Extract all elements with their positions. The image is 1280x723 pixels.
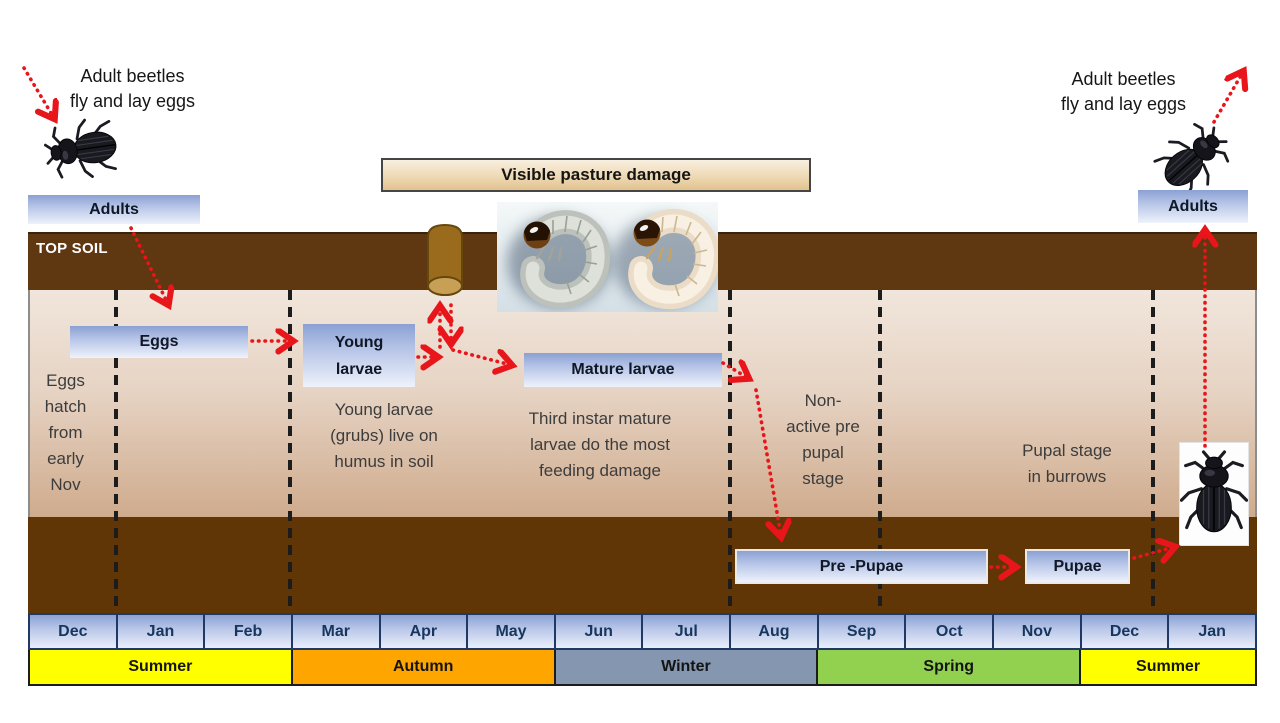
stage-box-adults-left: Adults (28, 195, 200, 224)
divider-line-dec (1151, 290, 1155, 613)
adult-beetle-icon (1147, 116, 1241, 198)
month-cell: Dec (30, 615, 116, 648)
caption-adults-fly-left: Adult beetles fly and lay eggs (69, 66, 196, 111)
note-mature-larvae: Third instar mature larvae do the most f… (528, 409, 672, 480)
month-cell: Jan (115, 615, 204, 648)
month-cell: May (466, 615, 554, 648)
month-cell: Feb (203, 615, 291, 648)
adult-beetle-icon (1179, 450, 1249, 534)
top-soil-label: TOP SOIL (36, 240, 108, 257)
month-cell: Nov (992, 615, 1080, 648)
pasture-damage-banner: Visible pasture damage (381, 158, 811, 192)
month-cell: Aug (729, 615, 817, 648)
stage-label: Adults (89, 200, 139, 218)
note-pre-pupal: Non- active pre pupal stage (786, 391, 860, 488)
note-eggs-hatch: Eggs hatch from early Nov (44, 371, 87, 494)
pasture-damage-label: Visible pasture damage (501, 165, 691, 184)
stage-label: Pre -Pupae (819, 557, 904, 575)
divider-line-feb-mar (288, 290, 292, 613)
month-cell: Jul (641, 615, 730, 648)
stage-box-mature-larvae: Mature larvae (524, 353, 722, 387)
note-pupal-stage: Pupal stage in burrows (1022, 441, 1112, 486)
stage-label: Pupae (1053, 557, 1102, 575)
month-cell: Jan (1167, 615, 1255, 648)
divider-line-dec-jan (114, 290, 118, 613)
stage-label: Mature larvae (571, 361, 675, 378)
emerging-beetle-photo (1179, 443, 1249, 545)
month-cell: Jun (553, 615, 642, 648)
month-cell: Apr (378, 615, 467, 648)
note-young-larvae: Young larvae (grubs) live on humus in so… (330, 400, 438, 471)
caption-adults-fly-right: Adult beetles fly and lay eggs (1060, 69, 1187, 114)
divider-line-jul-aug (728, 290, 732, 613)
adult-beetle-icon (41, 114, 122, 184)
month-cell: Sep (816, 615, 905, 648)
stage-box-pre-pupae: Pre -Pupae (735, 549, 988, 584)
month-cell: Dec (1079, 615, 1168, 648)
month-cell: Mar (290, 615, 379, 648)
stage-box-young-larvae: Young larvae (303, 324, 415, 387)
month-cell: Oct (904, 615, 993, 648)
season-cell-summer-2: Summer (1079, 650, 1255, 684)
season-row: Summer Autumn Winter Spring Summer (28, 650, 1257, 686)
divider-line-sep (878, 290, 882, 613)
season-cell-autumn: Autumn (290, 650, 554, 684)
month-row: Dec Jan Feb Mar Apr May Jun Jul Aug Sep … (28, 613, 1257, 650)
soil-burrow-cylinder-icon (427, 223, 463, 296)
stage-label: Adults (1168, 197, 1218, 215)
season-cell-summer: Summer (30, 650, 291, 684)
stage-label: Eggs (139, 333, 179, 350)
stage-box-eggs: Eggs (70, 326, 248, 358)
season-cell-spring: Spring (816, 650, 1080, 684)
stage-box-pupae: Pupae (1025, 549, 1130, 584)
season-cell-winter: Winter (553, 650, 817, 684)
grubs-photo (497, 202, 718, 312)
stage-label: Young larvae (334, 333, 384, 378)
stage-box-adults-right: Adults (1138, 190, 1248, 223)
